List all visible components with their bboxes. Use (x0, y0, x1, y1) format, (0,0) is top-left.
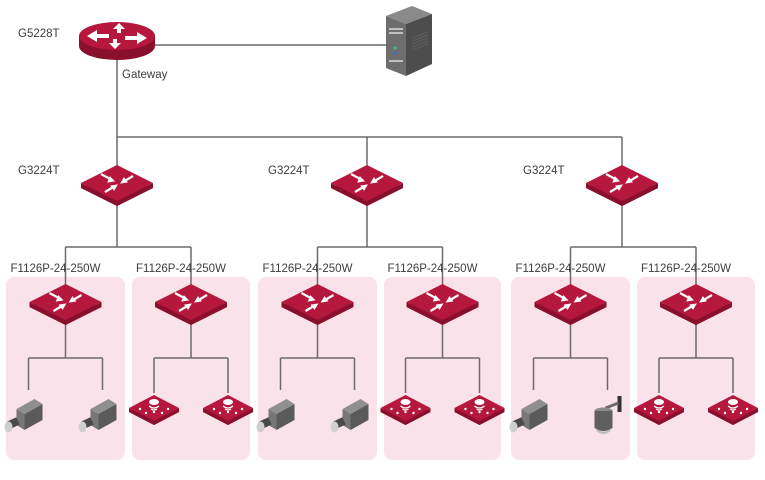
switch-icon[interactable] (329, 163, 405, 208)
gateway-label: Gateway (122, 69, 168, 81)
aggregation-group: G3224T F1126P-24-250W F1126P-24-250W (4, 137, 254, 460)
router-label: G5228T (18, 28, 60, 40)
access-switch-label: F1126P-24-250W (641, 263, 731, 275)
aggregation-group: G3224T F1126P-24-250W F1126P-24-250W (509, 137, 759, 460)
router-icon[interactable] (79, 22, 155, 60)
aggregation-group: G3224T F1126P-24-250W F1126P-24-250W (256, 137, 506, 460)
core-layer: G5228T Gateway (18, 5, 622, 138)
access-switch-label: F1126P-24-250W (516, 263, 606, 275)
aggregation-label: G3224T (523, 165, 565, 177)
access-switch-label: F1126P-24-250W (11, 263, 101, 275)
access-switch-label: F1126P-24-250W (136, 263, 226, 275)
switch-icon[interactable] (584, 163, 660, 208)
aggregation-label: G3224T (268, 165, 310, 177)
aggregation-label: G3224T (18, 165, 60, 177)
access-switch-label: F1126P-24-250W (263, 263, 353, 275)
access-switch-label: F1126P-24-250W (388, 263, 478, 275)
switch-icon[interactable] (79, 163, 155, 208)
server-tower-icon[interactable] (385, 5, 433, 77)
